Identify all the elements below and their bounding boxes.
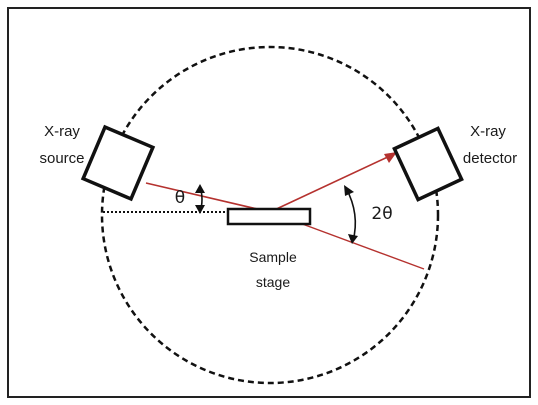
detector-label-line2: detector [463,150,517,167]
two-theta-arc [345,187,357,242]
detector-label-line1: X-ray [470,123,506,140]
xray-detector-box [392,126,464,202]
diffracted-beam-arrowhead [384,152,397,163]
source-label-line2: source [39,150,84,167]
sample-stage [226,207,312,226]
two-theta-label: 2θ [371,204,392,224]
theta-arrow-top [195,184,205,193]
two-theta-arrow-top [344,185,354,196]
stage-label-line1: Sample [249,249,297,265]
outer-frame [7,7,531,398]
stage-label-line2: stage [256,274,290,290]
goniometer-circle [100,45,440,385]
incident-beam [145,182,271,213]
diffracted-beam [269,154,393,213]
theta-label: θ [175,188,185,208]
xray-source-box [80,124,156,202]
theta-arrow-bottom [195,205,205,214]
two-theta-arrow-bottom [348,234,358,244]
source-label-line1: X-ray [44,123,80,140]
